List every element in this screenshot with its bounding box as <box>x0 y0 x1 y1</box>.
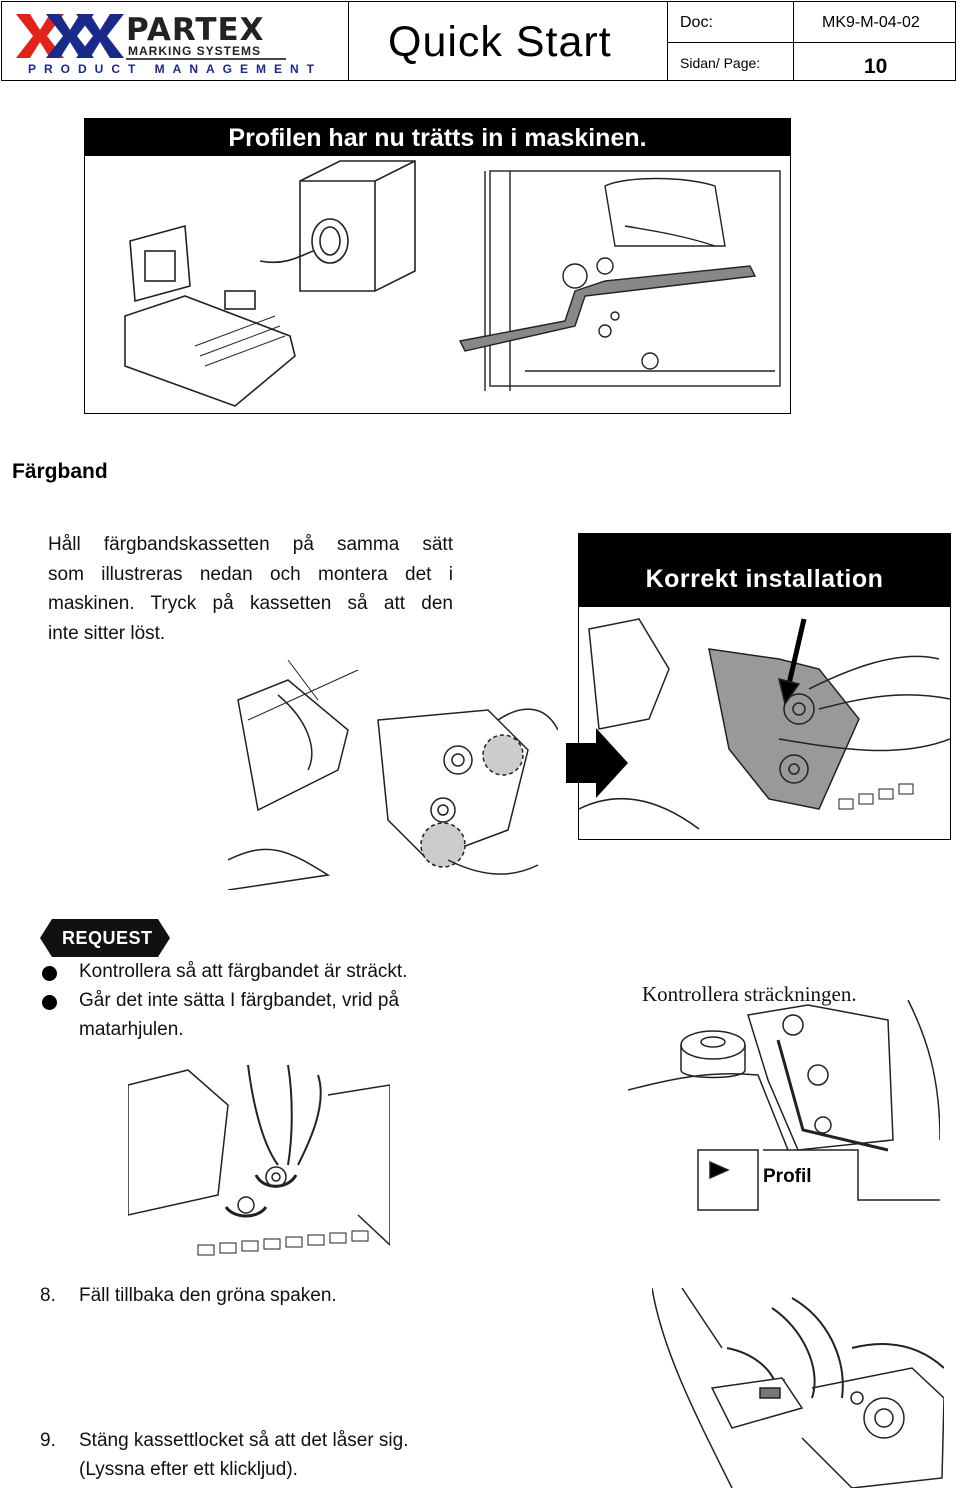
instruction-line: Håll färgbandskassetten på samma sätt <box>48 534 453 555</box>
lever-illustration <box>652 1288 944 1488</box>
bullet-icon <box>42 966 57 981</box>
doc-number: MK9-M-04-02 <box>822 14 920 31</box>
doc-label: Doc: <box>680 14 713 31</box>
xxx-logo-icon <box>16 14 124 58</box>
document-header: PARTEX MARKING SYSTEMS PRODUCT MANAGEMEN… <box>1 1 956 81</box>
instruction-line: maskinen. Tryck på kassetten så att den <box>48 593 453 614</box>
request-badge-label: REQUEST <box>62 928 153 948</box>
brand-name: PARTEX <box>126 12 265 48</box>
request-bullet-continuation: matarhjulen. <box>79 1019 184 1040</box>
page-number: 10 <box>864 55 888 78</box>
request-bullet: Går det inte sätta I färgbandet, vrid på <box>79 990 400 1011</box>
cassette-insertion-illustration <box>228 660 558 890</box>
figure1-caption: Profilen har nu trätts in i maskinen. <box>85 119 790 156</box>
feed-wheel-illustration <box>128 1065 390 1275</box>
arrow-right-icon <box>566 728 628 798</box>
step-8-text: Fäll tillbaka den gröna spaken. <box>79 1285 337 1306</box>
step-9-note: (Lyssna efter ett klickljud). <box>79 1459 298 1480</box>
step-9-number: 9. <box>40 1430 56 1451</box>
instruction-line: som illustreras nedan och montera det i <box>48 563 453 585</box>
profile-threaded-figure: Profilen har nu trätts in i maskinen. <box>84 118 791 414</box>
step-8-number: 8. <box>40 1285 56 1306</box>
page-label: Sidan/ Page: <box>680 55 761 71</box>
tension-check-illustration <box>628 1000 940 1211</box>
division-label: PRODUCT MANAGEMENT <box>28 62 322 76</box>
correct-installation-illustration <box>579 618 950 830</box>
ribbon-instructions: Håll färgbandskassetten på samma sätt so… <box>48 530 453 648</box>
printer-illustration <box>124 160 781 407</box>
brand-tagline: MARKING SYSTEMS <box>128 44 262 58</box>
step-9-text: Stäng kassettlocket så att det låser sig… <box>79 1430 409 1451</box>
request-badge-shape <box>40 919 170 957</box>
ribbon-heading: Färgband <box>12 460 108 483</box>
request-bullet: Kontrollera så att färgbandet är sträckt… <box>79 961 408 982</box>
tension-caption: Kontrollera sträckningen. <box>642 982 857 1006</box>
partex-logo: PARTEX MARKING SYSTEMS PRODUCT MANAGEMEN… <box>8 8 348 76</box>
document-title: Quick Start <box>388 18 612 66</box>
bullet-icon <box>42 995 57 1010</box>
profile-label: Profil <box>763 1166 812 1187</box>
correct-installation-caption: Korrekt installation <box>578 533 951 607</box>
instruction-line: inte sitter löst. <box>48 622 166 644</box>
